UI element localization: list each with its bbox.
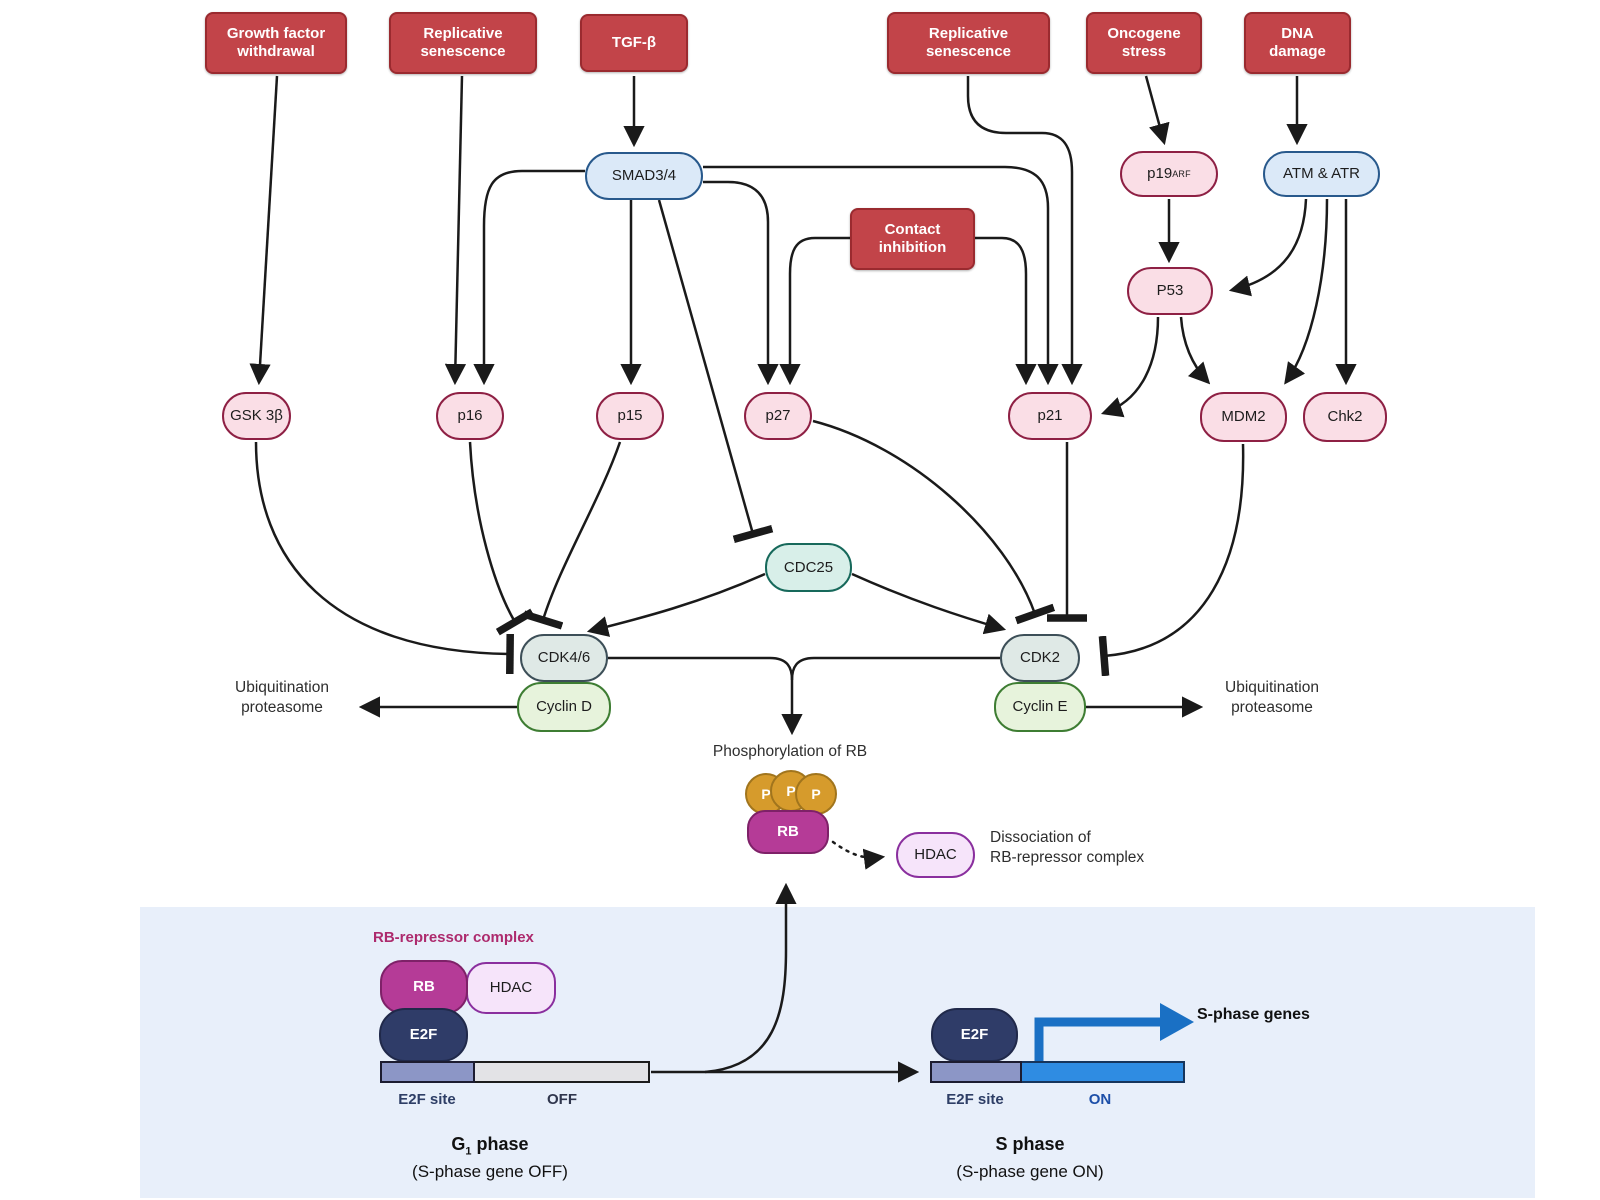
node-smad34: SMAD3/4 [585,152,703,200]
edge-cdc25-cdk46 [586,572,766,637]
node-e2f-g1: E2F [379,1008,468,1062]
label-s-phase-genes: S-phase genes [1197,1006,1310,1023]
edge-smad-cdc25-inhibit [657,199,774,544]
edge-oncogene-p19 [1144,75,1170,146]
edge-cdk-bracket-right [790,656,1000,681]
edge-rb-hdac-dotted [831,840,886,870]
node-chk2: Chk2 [1303,392,1387,442]
label-off: OFF [547,1091,577,1108]
edge-dna-rb-up [704,882,797,1074]
edge-p53-mdm2 [1179,316,1211,385]
g1-base: G [451,1134,466,1154]
edge-atm-p53 [1228,198,1308,297]
dna-off-region [475,1061,650,1083]
box-growth-factor-withdrawal: Growth factor withdrawal [205,12,347,74]
node-cyclin-d: Cyclin D [517,682,611,732]
dissociation-line1: Dissociation of [990,829,1091,846]
box-dna-damage: DNA damage [1244,12,1351,74]
label-phosphorylation-rb: Phosphorylation of RB [712,743,868,760]
dna-e2f-site-on [930,1061,1022,1083]
node-rb-complex: RB [380,960,468,1014]
label-on: ON [1088,1091,1112,1108]
label-e2f-site-right: E2F site [946,1091,1004,1108]
p19-base: p19 [1147,165,1173,182]
edge-contact-p21 [975,236,1037,386]
node-p21: p21 [1008,392,1092,440]
edge-contact-p27 [779,236,850,386]
edge-repsen-p16 [444,75,467,386]
edge-p53-p21 [1100,316,1160,418]
label-g1-caption: (S-phase gene OFF) [412,1162,568,1181]
label-dissociation: Dissociation of RB-repressor complex [990,828,1220,868]
node-cdk2: CDK2 [1000,634,1080,682]
edge-growthfactor-gsk3b [249,75,279,386]
node-mdm2: MDM2 [1200,392,1287,442]
phosphate-icon: P [795,773,837,815]
label-s-caption: (S-phase gene ON) [956,1162,1104,1181]
edge-smad-p27 [703,180,779,386]
edge-p27-cdk2-inhibit [812,419,1056,625]
node-hdac-released: HDAC [896,832,975,878]
node-p27: p27 [744,392,812,440]
node-cdc25: CDC25 [765,543,852,592]
edge-smad-p21 [703,165,1059,386]
dna-e2f-site-off [380,1061,475,1083]
edge-p15-cdk46-inhibit [522,441,622,630]
label-rb-repressor-complex: RB-repressor complex [373,929,534,946]
edge-gsk3b-cdk46-inhibit [254,441,514,675]
edge-cdc25-cdk2 [851,572,1007,635]
node-p16: p16 [436,392,504,440]
ubiquitination-line1: Ubiquitination [235,679,329,696]
ubiquitination-line2: proteasome [241,698,323,716]
box-replicative-senescence-right: Replicative senescence [887,12,1050,74]
edge-cdk-bracket-left [608,656,803,736]
edge-p16-cdk46-inhibit [468,441,535,636]
dissociation-line2: RB-repressor complex [990,848,1145,866]
ubiquitination-line1: Ubiquitination [1225,679,1319,696]
p19-superscript: ARF [1172,168,1191,179]
label-s-phase: S phase [995,1134,1065,1154]
label-e2f-site-left: E2F site [398,1091,456,1108]
node-p15: p15 [596,392,664,440]
s-phase-transcription-arrow [1034,1003,1194,1064]
g1-rest: phase [471,1134,529,1154]
node-gsk3b: GSK 3β [222,392,291,440]
edge-repsen-p21 [966,76,1083,386]
edge-atm-mdm2 [1284,198,1329,385]
node-hdac-complex: HDAC [466,962,556,1014]
edge-smad-p16 [473,169,585,386]
node-rb-phosphorylated: RB [747,810,829,854]
box-oncogene-stress: Oncogene stress [1086,12,1202,74]
cell-phase-panel [140,907,1535,1198]
label-ubiquitination-left: Ubiquitination proteasome [208,678,356,718]
node-atm-atr: ATM & ATR [1263,151,1380,197]
node-p53: P53 [1127,267,1213,315]
edge-mdm2-cdk2-inhibit [1098,443,1245,677]
ubiquitination-line2: proteasome [1231,698,1313,716]
label-ubiquitination-right: Ubiquitination proteasome [1198,678,1346,718]
node-cyclin-e: Cyclin E [994,682,1086,732]
node-cdk46: CDK4/6 [520,634,608,682]
box-replicative-senescence-left: Replicative senescence [389,12,537,74]
label-g1-phase: G1 phase [390,1133,590,1159]
dna-on-region [1022,1061,1185,1083]
box-contact-inhibition: Contact inhibition [850,208,975,270]
g1-subscript: 1 [465,1145,472,1158]
node-e2f-s: E2F [931,1008,1018,1062]
box-tgf-beta: TGF-β [580,14,688,72]
